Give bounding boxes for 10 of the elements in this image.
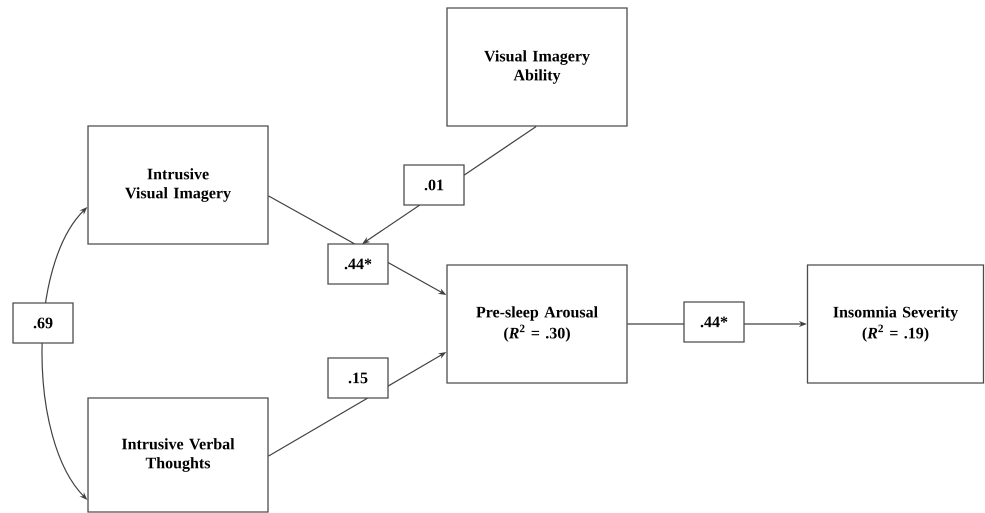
variable-box: Insomnia Severity (R$^{2}$ = .19) <box>806 264 984 384</box>
coefficient-box: .15 <box>327 357 389 399</box>
coefficient-box: .44* <box>683 301 745 343</box>
coefficient-box: .44* <box>327 243 389 285</box>
variable-box: Intrusive Verbal Thoughts <box>87 397 269 513</box>
variable-box: Pre-sleep Arousal (R$^{2}$ = .30) <box>446 264 628 384</box>
coefficient-box: .69 <box>12 302 74 344</box>
variable-box: Intrusive Visual Imagery <box>87 125 269 245</box>
coefficient-box: .01 <box>403 164 465 206</box>
variable-box: Visual Imagery Ability <box>446 7 628 127</box>
